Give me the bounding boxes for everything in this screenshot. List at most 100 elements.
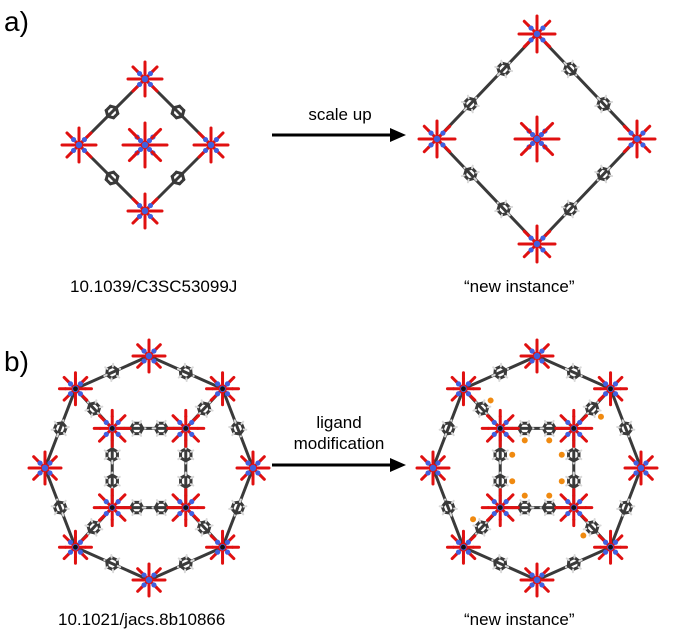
bond: [422, 145, 431, 154]
bond: [600, 164, 603, 170]
bond: [171, 493, 179, 501]
bond: [228, 534, 236, 542]
bond: [84, 408, 89, 412]
substituent-atom: [470, 516, 477, 523]
metal-atom: [640, 130, 646, 136]
bond: [543, 499, 548, 504]
bond: [43, 466, 77, 549]
bond: [131, 419, 135, 425]
bond: [197, 131, 205, 139]
bond: [573, 201, 578, 206]
metal-atom: [465, 391, 472, 397]
bond: [594, 170, 599, 174]
bond: [163, 419, 167, 425]
metal-atom: [151, 582, 157, 588]
bond: [616, 534, 624, 542]
bond: [43, 387, 77, 470]
bond: [469, 394, 477, 402]
bond: [606, 166, 611, 171]
bond: [450, 552, 458, 561]
metal-atom: [146, 146, 153, 153]
bond: [231, 499, 235, 504]
bond: [209, 375, 217, 384]
bond: [542, 343, 550, 351]
panel-label-b: b): [4, 346, 29, 377]
bond: [155, 419, 160, 425]
bond: [524, 361, 532, 369]
cage-structure-b-left: [27, 338, 271, 598]
metal-atom: [177, 499, 183, 505]
metal-atom: [491, 431, 497, 437]
bond: [519, 419, 523, 425]
bond: [466, 94, 470, 100]
metal-atom: [440, 142, 446, 148]
bond: [475, 104, 480, 108]
bond: [491, 373, 496, 377]
metal-atom: [528, 37, 534, 43]
bond: [628, 455, 636, 463]
bond: [180, 108, 186, 118]
bond: [155, 499, 160, 504]
bond: [619, 432, 623, 437]
bond: [73, 545, 151, 582]
bond: [136, 585, 144, 593]
bond: [524, 126, 533, 135]
metal-atom: [577, 499, 583, 505]
metal-atom: [137, 137, 144, 144]
bond: [62, 534, 70, 542]
bond: [56, 433, 60, 438]
metal-atom: [435, 470, 441, 476]
bond: [616, 394, 624, 402]
bond: [53, 420, 58, 425]
bond: [491, 456, 497, 461]
metal-atom: [67, 381, 74, 387]
bond: [507, 414, 515, 422]
metal-atom: [503, 510, 509, 517]
metal-atom: [538, 140, 545, 147]
bond: [217, 131, 225, 139]
bond: [577, 456, 583, 461]
bond: [197, 151, 205, 159]
bond: [491, 483, 497, 487]
bond: [535, 32, 639, 141]
metal-atom: [577, 419, 583, 426]
dark-atom: [571, 505, 577, 510]
dark-atom: [461, 544, 466, 550]
bond: [151, 217, 159, 225]
metal-atom: [628, 142, 634, 148]
bond: [209, 394, 217, 402]
bond: [131, 85, 139, 93]
bond: [176, 367, 182, 371]
metal-atom: [245, 470, 251, 476]
bond: [189, 566, 194, 570]
bond: [200, 399, 204, 404]
metal-atom: [465, 539, 472, 545]
bond: [155, 432, 160, 437]
bond: [190, 559, 195, 563]
substituent-atom: [521, 492, 528, 499]
bond: [566, 73, 570, 79]
bond: [116, 456, 121, 461]
bond: [154, 567, 162, 575]
metal-atom: [47, 460, 53, 466]
metal-atom: [115, 419, 121, 426]
bond: [560, 69, 566, 73]
metal-atom: [146, 137, 153, 144]
metal-atom: [602, 549, 609, 555]
bond: [443, 124, 452, 133]
bond: [147, 545, 225, 582]
bond: [104, 566, 109, 570]
bond: [551, 511, 555, 517]
bond: [138, 499, 143, 504]
dark-atom: [608, 544, 613, 550]
bond: [438, 473, 446, 481]
bond: [471, 164, 474, 170]
bond: [504, 483, 509, 487]
bond: [171, 435, 179, 443]
bond: [628, 511, 633, 516]
metal-atom: [70, 136, 77, 143]
bond: [575, 65, 580, 69]
metal-atom: [633, 470, 639, 476]
metal-atom: [533, 240, 541, 248]
bond: [546, 148, 555, 157]
